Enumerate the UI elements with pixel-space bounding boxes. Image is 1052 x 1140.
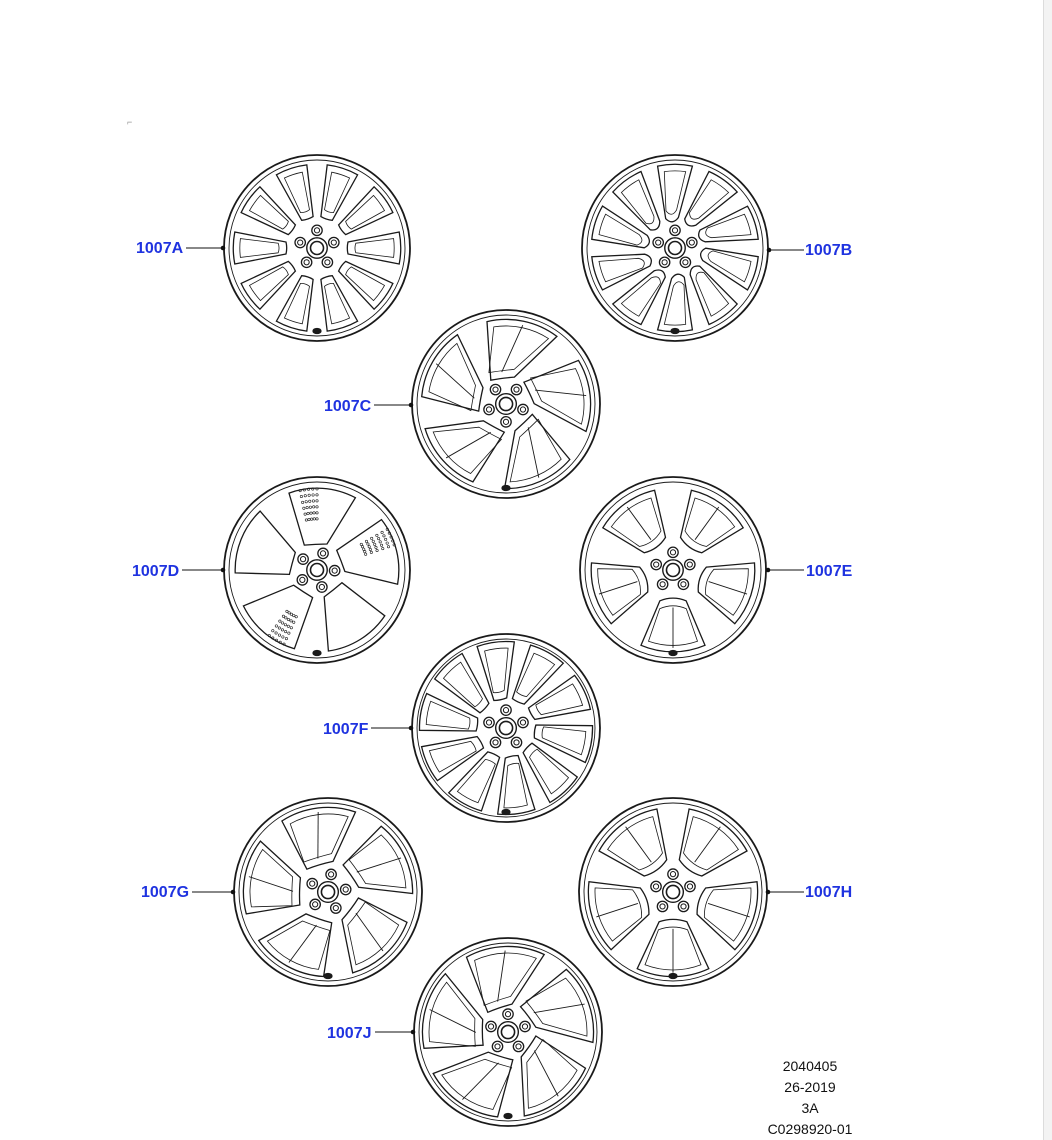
leader-line-1007b: [766, 247, 804, 253]
leader-line-1007e: [765, 567, 804, 573]
wheel-1007c: [411, 309, 601, 499]
drawing-date: 26-2019: [784, 1079, 836, 1095]
leader-line-1007f: [371, 725, 414, 731]
leader-line-1007g: [192, 889, 236, 895]
callout-label-1007h[interactable]: 1007H: [805, 884, 853, 901]
drawing-info-block: 2040405 26-2019 3A C0298920-01: [760, 1056, 860, 1140]
leader-line-1007c: [374, 402, 414, 408]
wheel-1007e: [579, 476, 767, 664]
leader-line-1007a: [186, 245, 226, 251]
wheel-1007f: [411, 633, 601, 823]
callout-label-1007f[interactable]: 1007F: [323, 721, 369, 738]
wheel-1007a: [223, 154, 411, 342]
callout-label-1007a[interactable]: 1007A: [136, 240, 184, 257]
callout-label-1007d[interactable]: 1007D: [132, 563, 180, 580]
leader-line-1007h: [765, 889, 804, 895]
leader-line-1007j: [375, 1029, 416, 1035]
wheel-1007b: [581, 154, 769, 342]
wheel-1007g: [233, 797, 423, 987]
wheel-1007j: [413, 937, 603, 1127]
drawing-number: 2040405: [782, 1058, 838, 1074]
callout-label-1007j[interactable]: 1007J: [327, 1025, 372, 1042]
wheel-1007h: [578, 797, 768, 987]
drawing-revision: 3A: [801, 1100, 819, 1116]
callout-label-1007b[interactable]: 1007B: [805, 242, 853, 259]
wheel-1007d: [223, 476, 411, 664]
scrollbar-track[interactable]: [1043, 0, 1052, 1140]
callout-label-1007e[interactable]: 1007E: [806, 563, 853, 580]
callout-label-1007c[interactable]: 1007C: [324, 398, 372, 415]
callout-label-1007g[interactable]: 1007G: [141, 884, 190, 901]
drawing-reference: C0298920-01: [767, 1121, 853, 1137]
leader-line-1007d: [182, 567, 226, 573]
corner-mark: ⌐: [127, 117, 133, 127]
